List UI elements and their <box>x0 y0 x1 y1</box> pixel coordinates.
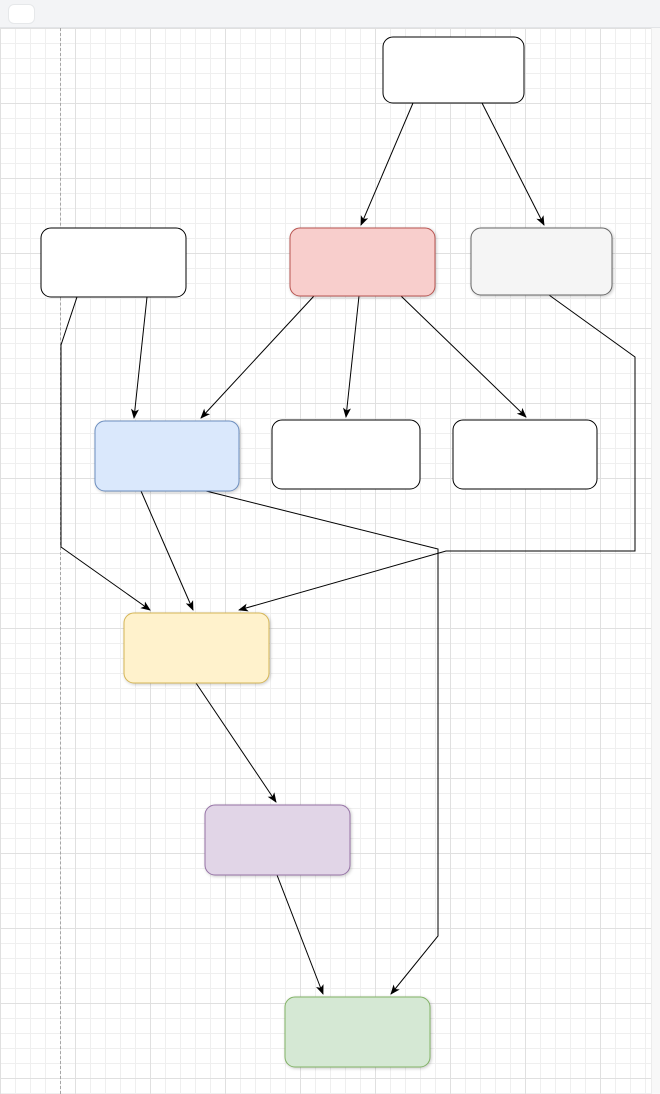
vertical-scrollbar[interactable] <box>651 28 660 1094</box>
node-left-white[interactable] <box>40 227 187 298</box>
edge-top-white-to-gray[interactable] <box>481 102 545 226</box>
edge-red-to-right-white[interactable] <box>400 295 527 418</box>
node-top-white[interactable] <box>382 36 525 104</box>
edge-left-white-to-blue[interactable] <box>130 296 148 419</box>
edge-yellow-to-purple[interactable] <box>195 682 277 803</box>
node-right-white[interactable] <box>452 419 598 490</box>
edge-purple-to-green[interactable] <box>276 874 324 995</box>
edge-blue-to-green[interactable] <box>205 490 439 995</box>
node-mid-white[interactable] <box>271 419 421 490</box>
node-red[interactable] <box>289 227 436 297</box>
node-gray[interactable] <box>470 227 613 296</box>
node-purple[interactable] <box>204 804 351 876</box>
edge-gray-to-yellow[interactable] <box>238 294 636 612</box>
node-blue[interactable] <box>94 420 240 492</box>
edge-top-white-to-red[interactable] <box>360 102 414 226</box>
toolbar-button[interactable] <box>8 4 35 24</box>
diagram-canvas[interactable] <box>0 28 660 1094</box>
edge-left-white-to-yellow[interactable] <box>60 296 151 611</box>
edge-blue-to-yellow[interactable] <box>140 490 194 611</box>
top-toolbar <box>0 0 660 28</box>
edge-red-to-blue[interactable] <box>200 295 315 419</box>
edge-red-to-mid-white[interactable] <box>342 295 360 418</box>
node-green[interactable] <box>284 996 431 1068</box>
page-boundary-guide <box>60 28 61 1094</box>
node-yellow[interactable] <box>123 612 270 684</box>
